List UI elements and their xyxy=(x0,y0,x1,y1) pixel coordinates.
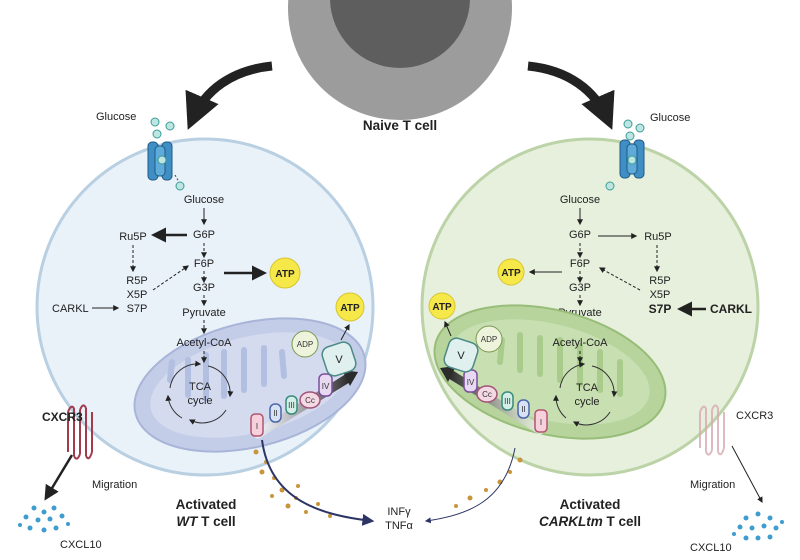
wt-migration-label: Migration xyxy=(92,479,137,491)
adp-icon: ADP xyxy=(475,325,503,353)
g3p-label: G3P xyxy=(569,282,591,294)
cxcl10-dots-right xyxy=(732,511,784,541)
etc-cytochrome-c: Cc xyxy=(476,385,498,403)
etc-complex-iii: III xyxy=(285,395,298,415)
carkl-label: CARKL xyxy=(52,303,89,315)
ru5p-label: Ru5P xyxy=(119,231,147,243)
svg-text:V: V xyxy=(457,350,465,362)
x5p-label: X5P xyxy=(650,289,671,301)
svg-text:ATP: ATP xyxy=(432,302,452,313)
svg-text:Cc: Cc xyxy=(305,396,315,405)
glucose-molecules-icon xyxy=(150,117,185,191)
tca-cycle-icon xyxy=(165,360,234,425)
svg-text:ATP: ATP xyxy=(340,303,360,314)
svg-text:IV: IV xyxy=(467,378,475,387)
tca-cycle-label: cycle xyxy=(187,395,212,407)
tca-cycle-label: cycle xyxy=(574,396,599,408)
svg-text:II: II xyxy=(521,405,525,414)
pyruvate-label: Pyruvate xyxy=(182,307,225,319)
carkltm-migration-label: Migration xyxy=(690,479,735,491)
etc-complex-i: I xyxy=(534,409,548,433)
svg-text:I: I xyxy=(540,418,542,427)
naive-t-cell xyxy=(288,0,512,120)
cxcl10-dots-left xyxy=(18,505,70,533)
glucose-inside-label: Glucose xyxy=(184,194,224,206)
tca-cycle-icon xyxy=(552,361,618,427)
g6p-label: G6P xyxy=(193,229,215,241)
acetyl-coa-label: Acetyl-CoA xyxy=(552,337,608,349)
tca-label: TCA xyxy=(189,381,212,393)
cxcr3-receptor-icon xyxy=(67,404,93,460)
wt-migration-arrow xyxy=(44,454,74,501)
glucose-outside-label: Glucose xyxy=(96,111,136,123)
r5p-label: R5P xyxy=(649,275,670,287)
atp-glycolysis-icon: ATP xyxy=(269,257,301,289)
acetyl-coa-label: Acetyl-CoA xyxy=(176,337,232,349)
svg-text:II: II xyxy=(273,409,277,418)
atp-synthase-complex-v: V xyxy=(321,341,357,377)
cxcr3-label: CXCR3 xyxy=(42,410,83,424)
atp-mito-icon: ATP xyxy=(428,292,456,320)
tnfa-label: TNFα xyxy=(385,520,413,532)
s7p-label: S7P xyxy=(649,302,672,316)
atp-mito-icon: ATP xyxy=(335,292,365,322)
glucose-inside-label: Glucose xyxy=(560,194,600,206)
atp-synthase-complex-v: V xyxy=(443,337,479,373)
svg-text:V: V xyxy=(335,354,343,366)
g3p-label: G3P xyxy=(193,282,215,294)
wt-cell: Glucose Glucose G6P F6P G3P Pyruvate Ru5… xyxy=(35,111,375,477)
adp-icon: ADP xyxy=(291,330,319,358)
etc-complex-i: I xyxy=(250,413,264,437)
cxcr3-receptor-icon xyxy=(699,404,725,456)
svg-text:ATP: ATP xyxy=(275,269,295,280)
s7p-label: S7P xyxy=(127,303,148,315)
cxcl10-label-left: CXCL10 xyxy=(60,539,102,551)
naive-cell-label: Naive T cell xyxy=(363,118,437,133)
ifng-label: INFγ xyxy=(387,506,411,518)
etc-complex-ii: II xyxy=(517,399,530,419)
tca-label: TCA xyxy=(576,382,599,394)
f6p-label: F6P xyxy=(194,258,214,270)
svg-text:IV: IV xyxy=(322,382,330,391)
f6p-label: F6P xyxy=(570,258,590,270)
etc-complex-iv: IV xyxy=(318,373,333,397)
svg-text:ADP: ADP xyxy=(481,335,497,344)
x5p-label: X5P xyxy=(127,289,148,301)
svg-text:Cc: Cc xyxy=(482,390,492,399)
svg-text:I: I xyxy=(256,422,258,431)
svg-text:III: III xyxy=(288,401,295,410)
wt-cell-title-line1: Activated xyxy=(176,497,237,512)
etc-complex-iii: III xyxy=(501,391,514,411)
r5p-label: R5P xyxy=(126,275,147,287)
svg-text:III: III xyxy=(504,397,511,406)
etc-complex-iv: IV xyxy=(463,369,478,393)
carkltm-cell-title-line2: CARKLtm T cell xyxy=(539,514,641,529)
svg-text:ADP: ADP xyxy=(297,340,313,349)
carkltm-cytokine-arrow xyxy=(424,447,516,524)
carkltm-migration-arrow xyxy=(731,445,763,504)
cxcr3-label: CXCR3 xyxy=(736,410,773,422)
cytokine-dots-right xyxy=(454,457,523,508)
carkltm-cell: Glucose Glucose G6P F6P G3P Pyruvate Ru5… xyxy=(420,112,773,477)
atp-glycolysis-icon: ATP xyxy=(497,258,525,286)
carkltm-cell-title-line1: Activated xyxy=(560,497,621,512)
etc-complex-ii: II xyxy=(269,403,282,423)
differentiation-arrow-left xyxy=(185,61,273,130)
svg-text:ATP: ATP xyxy=(501,268,521,279)
wt-cell-title-line2: WT T cell xyxy=(176,514,235,529)
ru5p-label: Ru5P xyxy=(644,231,672,243)
differentiation-arrow-right xyxy=(527,61,615,130)
wt-cytokine-arrow xyxy=(261,439,375,526)
carkl-label: CARKL xyxy=(710,302,752,316)
glucose-molecules-icon xyxy=(605,119,645,191)
glucose-outside-label: Glucose xyxy=(650,112,690,124)
etc-cytochrome-c: Cc xyxy=(299,391,321,409)
cxcl10-label-right: CXCL10 xyxy=(690,542,732,554)
g6p-label: G6P xyxy=(569,229,591,241)
